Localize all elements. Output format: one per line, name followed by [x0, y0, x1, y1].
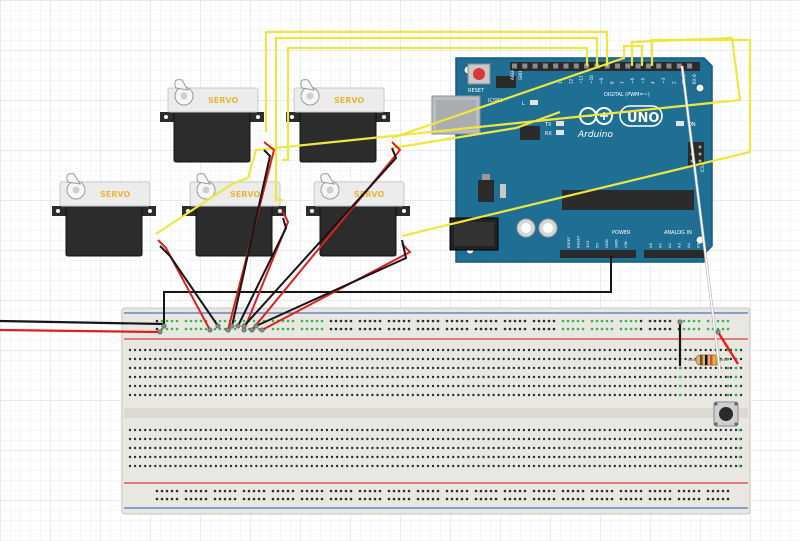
wire-black-servo-4 — [243, 147, 398, 327]
analog-pin-label: A3 — [677, 242, 682, 248]
servo-label: SERVO — [334, 96, 364, 105]
digital-pin-label: ~5 — [640, 77, 645, 84]
digital-pin-label: 2 — [671, 81, 676, 84]
wire-yellow-signal-2 — [274, 36, 599, 202]
power-pin-label: GND — [604, 239, 609, 248]
tx-label: TX — [544, 122, 552, 128]
atmega-chip — [562, 190, 694, 210]
analog-pin-label: A1 — [658, 242, 663, 248]
power-pin-label: VIN — [623, 241, 628, 248]
icsp2-header — [496, 76, 516, 88]
wire-yellow-signal-3 — [282, 46, 589, 162]
icsp-header — [688, 142, 704, 166]
power-pin-label: IOREF — [566, 237, 571, 248]
servo-4: SERVO — [182, 173, 286, 257]
resistor — [688, 354, 728, 366]
arduino-brand: Arduino — [577, 130, 613, 140]
wire-red-servo-5 — [261, 243, 412, 331]
l-led — [530, 100, 538, 105]
servo-label: SERVO — [230, 190, 260, 199]
digital-label: DIGITAL (PWM=~) — [604, 92, 650, 98]
digital-pin-label: 13 — [558, 78, 563, 84]
wire-yellow-signal-1 — [264, 30, 609, 132]
uno-label: UNO — [627, 111, 660, 126]
power-pin-label: RESET — [576, 235, 581, 248]
icsp2-label: ICSP2 — [488, 98, 502, 104]
rx-led — [556, 130, 564, 135]
analog-pin-label: A0 — [648, 242, 653, 248]
digital-pin-label: ~10 — [589, 75, 594, 84]
servo-layer: SERVO SERVO SERVO SERVO SERVO — [52, 79, 410, 257]
wire-black-external — [0, 319, 165, 326]
wire-yellow-signal-6 — [155, 36, 742, 235]
aref-label: AREF — [510, 69, 515, 80]
servo-label: SERVO — [354, 190, 384, 199]
analog-label: ANALOG IN — [664, 230, 692, 236]
servo-2: SERVO — [286, 79, 390, 163]
digital-pin-label: ~6 — [630, 77, 635, 84]
on-led — [676, 121, 684, 126]
wire-red-servo-3 — [243, 211, 290, 331]
wire-yellow-signal-4 — [391, 44, 644, 140]
uno-badge — [619, 105, 663, 127]
power-pin-label: 3V3 — [585, 240, 590, 248]
crystal — [500, 184, 506, 198]
wire-red-servo-4 — [251, 141, 402, 331]
wire-red-external — [0, 328, 161, 334]
wire-red-servo-1 — [157, 239, 211, 331]
reset-button-cap[interactable] — [473, 68, 485, 80]
on-label: ON — [688, 122, 696, 128]
analog-pin-labels: A0 A1 A2 A3 A4 A5 — [648, 242, 701, 248]
digital-header — [510, 62, 700, 71]
power-label: POWER — [612, 230, 631, 236]
servo-label: SERVO — [100, 190, 130, 199]
digital-pin-label: 4 — [651, 81, 656, 84]
servo-5: SERVO — [306, 173, 410, 257]
icsp-label: ICSP — [700, 162, 705, 172]
analog-pin-label: A5 — [696, 242, 701, 248]
servo-1: SERVO — [160, 79, 264, 163]
digital-pin-label: ~9 — [599, 77, 604, 84]
power-pin-labels: IOREF RESET 3V3 5V GND GND VIN — [566, 235, 628, 248]
breadboard-center-channel — [124, 408, 748, 418]
wire-yellow-signal-7 — [392, 110, 561, 150]
breadboard-holes — [128, 319, 743, 501]
wire-layer — [0, 30, 752, 373]
wire-black-ground — [163, 256, 612, 326]
tx-led — [556, 121, 564, 126]
wire-black-servo-3 — [237, 217, 288, 327]
gnd-label: GND — [518, 71, 523, 80]
digital-pin-label: RX 0 — [692, 74, 697, 84]
analog-pin-label: A4 — [686, 242, 691, 248]
reset-label: RESET — [468, 88, 485, 94]
digital-pin-label: ~11 — [579, 75, 584, 84]
power-header — [560, 250, 636, 258]
servo-3: SERVO — [52, 173, 156, 257]
digital-pin-label: ~3 — [661, 77, 666, 84]
voltage-regulator — [478, 180, 494, 202]
wire-endpoints — [157, 319, 721, 335]
wire-black-servo-5 — [255, 239, 408, 327]
breadboard — [121, 307, 751, 515]
digital-pin-label: 12 — [568, 78, 573, 84]
rx-label: RX — [545, 131, 552, 137]
l-label: L — [522, 101, 525, 107]
push-button — [713, 401, 739, 427]
digital-pin-label: 7 — [620, 81, 625, 84]
digital-pin-label: 8 — [610, 81, 615, 84]
analog-pin-label: A2 — [667, 242, 672, 248]
wire-black-servo-1 — [159, 245, 219, 327]
analog-header — [644, 250, 704, 258]
wire-black-servo-2 — [231, 149, 272, 327]
wire-yellow-signal-5 — [401, 38, 752, 238]
usb-interface-chip — [520, 126, 540, 140]
servo-label: SERVO — [208, 96, 238, 105]
wire-red-servo-2 — [227, 141, 276, 331]
power-pin-label: GND — [614, 239, 619, 248]
wire-red-button — [716, 331, 740, 365]
power-pin-label: 5V — [595, 243, 600, 248]
